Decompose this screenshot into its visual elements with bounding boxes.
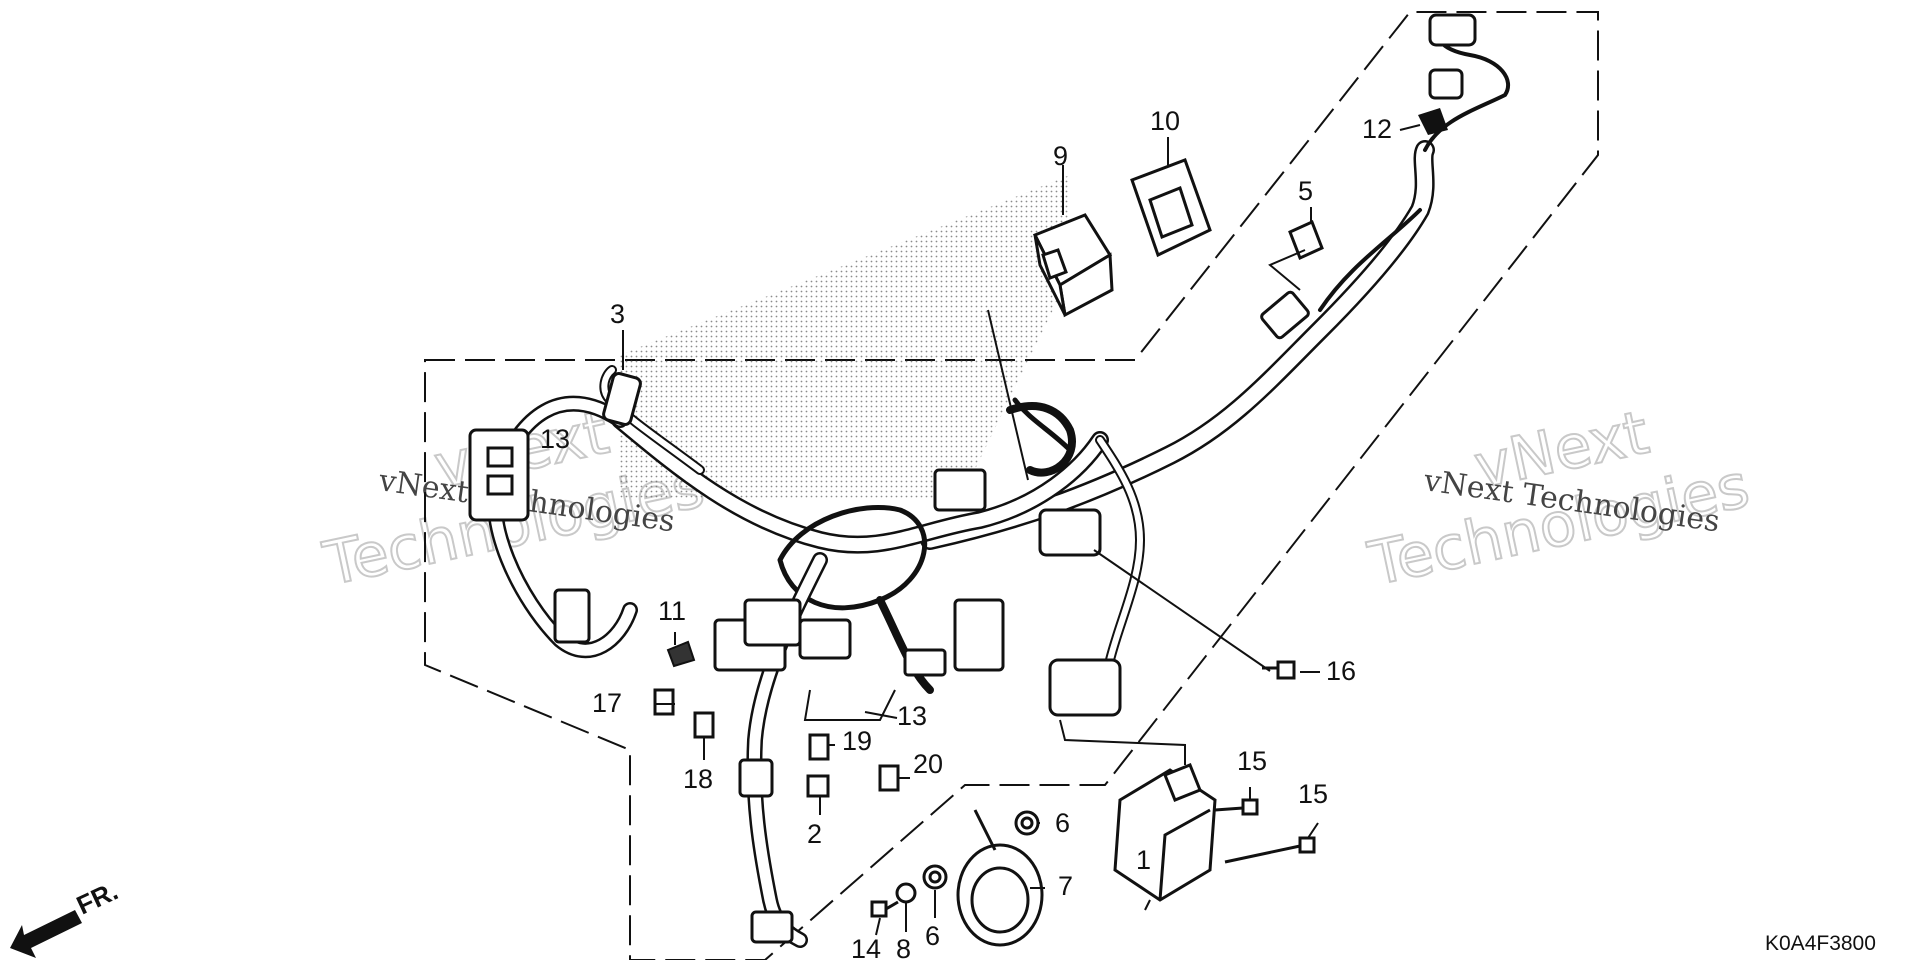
part-9-module — [1032, 213, 1114, 318]
callout-13a: 13 — [540, 424, 570, 454]
bolts-15 — [1214, 798, 1316, 864]
part-14-bolt — [870, 900, 899, 918]
callout-11: 11 — [658, 596, 686, 626]
callout-labels: 1 2 3 5 6 6 7 8 9 10 11 12 13 13 14 15 1… — [540, 106, 1392, 964]
callout-2: 2 — [807, 819, 822, 849]
callout-13b: 13 — [897, 701, 927, 731]
part-1-relay — [1113, 763, 1217, 902]
watermark-right: Technologies vNext vNext Technologies — [1362, 397, 1757, 601]
shading-region — [620, 175, 1070, 500]
callout-12: 12 — [1362, 114, 1392, 144]
callout-6a: 6 — [1055, 808, 1070, 838]
part-5 — [1288, 219, 1324, 261]
front-indicator-label: FR. — [72, 876, 123, 921]
callout-20: 20 — [913, 749, 943, 779]
part-11 — [666, 640, 696, 668]
callout-5: 5 — [1298, 176, 1313, 206]
fuses — [653, 688, 900, 798]
callout-15a: 15 — [1237, 746, 1267, 776]
callout-1: 1 — [1136, 845, 1151, 875]
callout-18: 18 — [683, 764, 713, 794]
front-arrow: FR. — [10, 876, 123, 958]
part-12 — [1418, 108, 1448, 135]
callout-3: 3 — [610, 299, 625, 329]
connector-blocks — [468, 13, 1477, 944]
callout-7: 7 — [1058, 871, 1073, 901]
callout-14: 14 — [851, 934, 881, 960]
callout-15b: 15 — [1298, 779, 1328, 809]
leader-lines — [622, 124, 1421, 936]
callout-19: 19 — [842, 726, 872, 756]
drawing-code: K0A4F3800 — [1765, 932, 1876, 955]
part-10-cover — [1130, 158, 1212, 258]
callout-17: 17 — [592, 688, 622, 718]
callout-8: 8 — [896, 934, 911, 960]
callout-9: 9 — [1053, 141, 1068, 171]
front-arrow-icon — [10, 910, 82, 958]
callout-6b: 6 — [925, 921, 940, 951]
part-7-horn — [956, 809, 1044, 947]
callout-10: 10 — [1150, 106, 1180, 136]
callout-16: 16 — [1326, 656, 1356, 686]
